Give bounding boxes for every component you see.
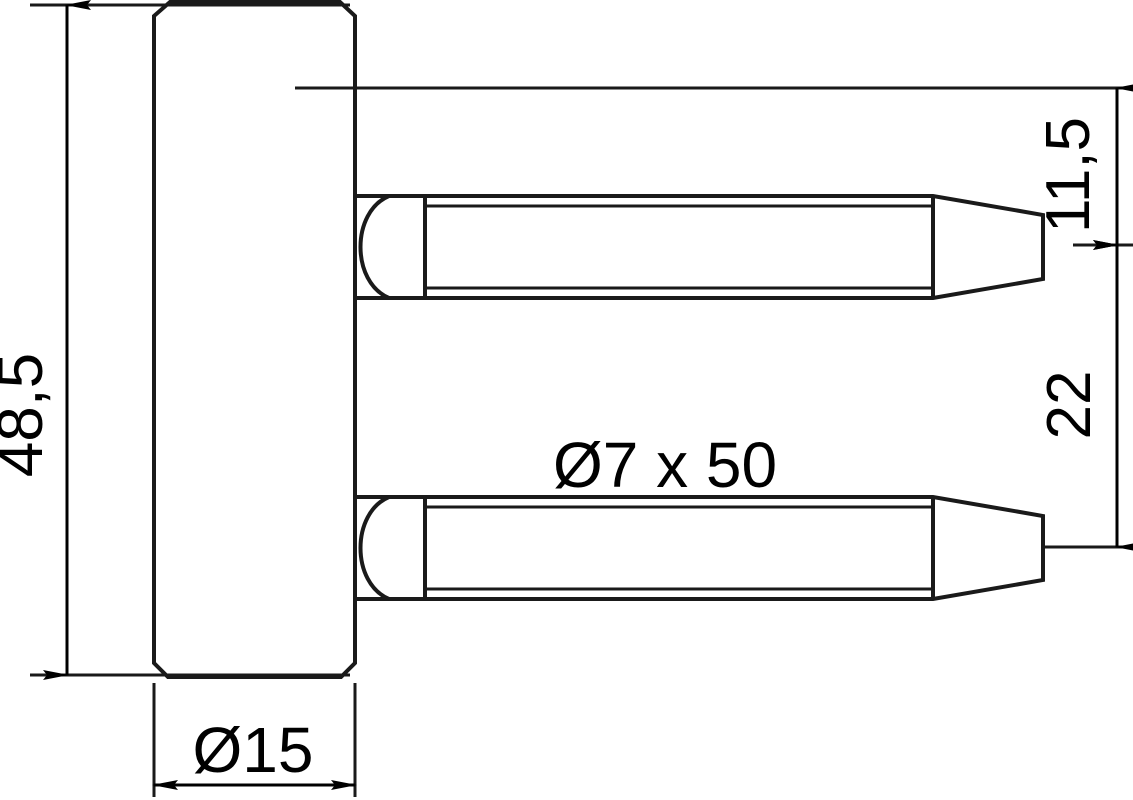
lower-pin-round-head [358, 495, 390, 601]
lower-pin-thread-detail [425, 505, 933, 591]
dimension-labels: 48,5 11,5 22 Ø7 x 50 Ø15 [0, 117, 1104, 786]
part-geometry [152, 0, 1045, 679]
dimension-lines [43, 0, 1133, 790]
hinge-body-plate [152, 0, 357, 679]
dim-text-pin-spacing: 22 [1035, 371, 1104, 440]
upper-pin-thread-detail [425, 204, 933, 290]
upper-pin-outline [355, 194, 1045, 300]
dim-text-top-pin-offset: 11,5 [1034, 117, 1103, 233]
upper-pin-round-head [358, 194, 390, 300]
dim-text-pin-spec: Ø7 x 50 [553, 429, 777, 501]
dim-text-body-width: Ø15 [193, 714, 314, 786]
dim-text-overall-height: 48,5 [0, 353, 56, 478]
upper-threaded-pin [355, 194, 1045, 300]
lower-pin-outline [355, 495, 1045, 601]
lower-threaded-pin [355, 495, 1045, 601]
